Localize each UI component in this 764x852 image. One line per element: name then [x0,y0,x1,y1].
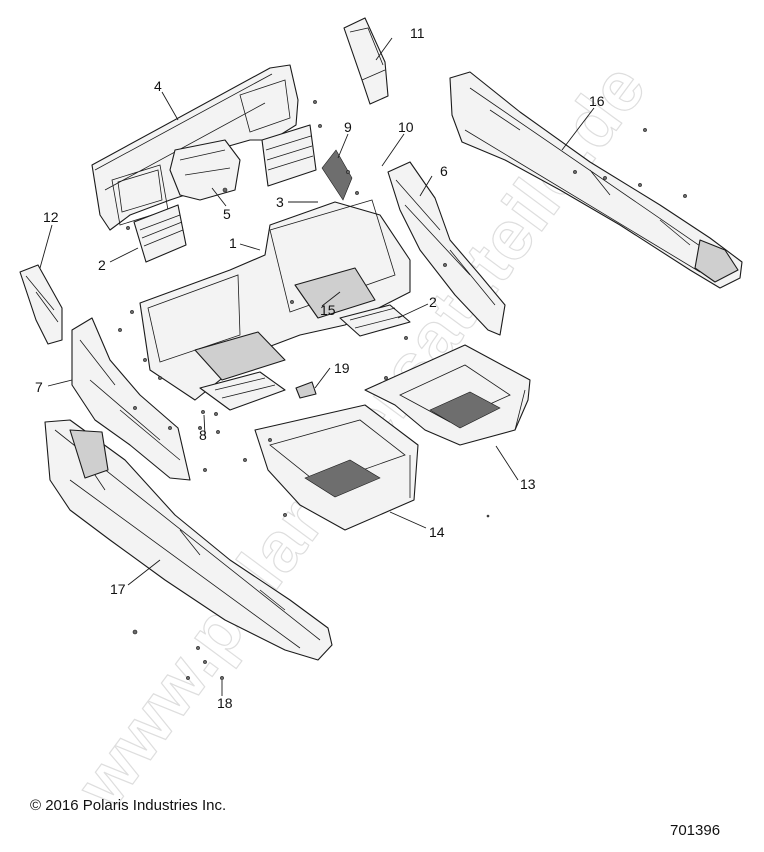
part-2-panel-left [133,204,187,263]
part-14-left-storage-bin [254,404,419,531]
part-19-clip [295,381,317,399]
fastener-hardware [118,100,687,680]
part-9-mesh-screen [321,149,353,201]
copyright-notice: © 2016 Polaris Industries Inc. [30,797,227,814]
callout-12: 12 [43,209,59,225]
callout-13: 13 [520,476,536,492]
callout-11: 11 [410,25,425,41]
part-16-right-rocker-panel [449,71,743,289]
callout-16: 16 [589,93,605,109]
callout-4: 4 [154,78,162,94]
callout-15: 15 [320,302,336,318]
part-2-panel-upper [261,124,317,187]
part-2-panel-right [339,304,411,337]
part-4-rear-panel [91,64,299,231]
part-2-panel-bottom [199,371,286,411]
part-17-left-rocker-panel [44,419,333,661]
part-12-side-trim [19,264,63,345]
part-6-right-side-panel [387,161,506,336]
callout-6: 6 [440,163,448,179]
diagram-number: 701396 [670,822,721,839]
callout-2-left: 2 [98,257,106,273]
part-13-right-storage-bin [364,344,531,446]
callout-10: 10 [398,119,414,135]
callout-3: 3 [276,194,284,210]
part-7-left-side-panel [71,317,191,481]
callout-14: 14 [429,524,445,540]
callout-5: 5 [223,206,231,222]
callout-9: 9 [344,119,352,135]
callout-2-right: 2 [429,294,437,310]
callout-labels: 4 11 9 10 16 12 5 3 6 1 2 2 15 7 19 8 13… [35,25,605,711]
callout-7: 7 [35,379,43,395]
part-11-bracket [343,17,389,105]
callout-1: 1 [229,235,237,251]
callout-17: 17 [110,581,126,597]
callout-8: 8 [199,427,207,443]
leader-lines [39,37,595,696]
callout-19: 19 [334,360,350,376]
part-1-floor-pan [139,199,411,401]
callout-18: 18 [217,695,233,711]
